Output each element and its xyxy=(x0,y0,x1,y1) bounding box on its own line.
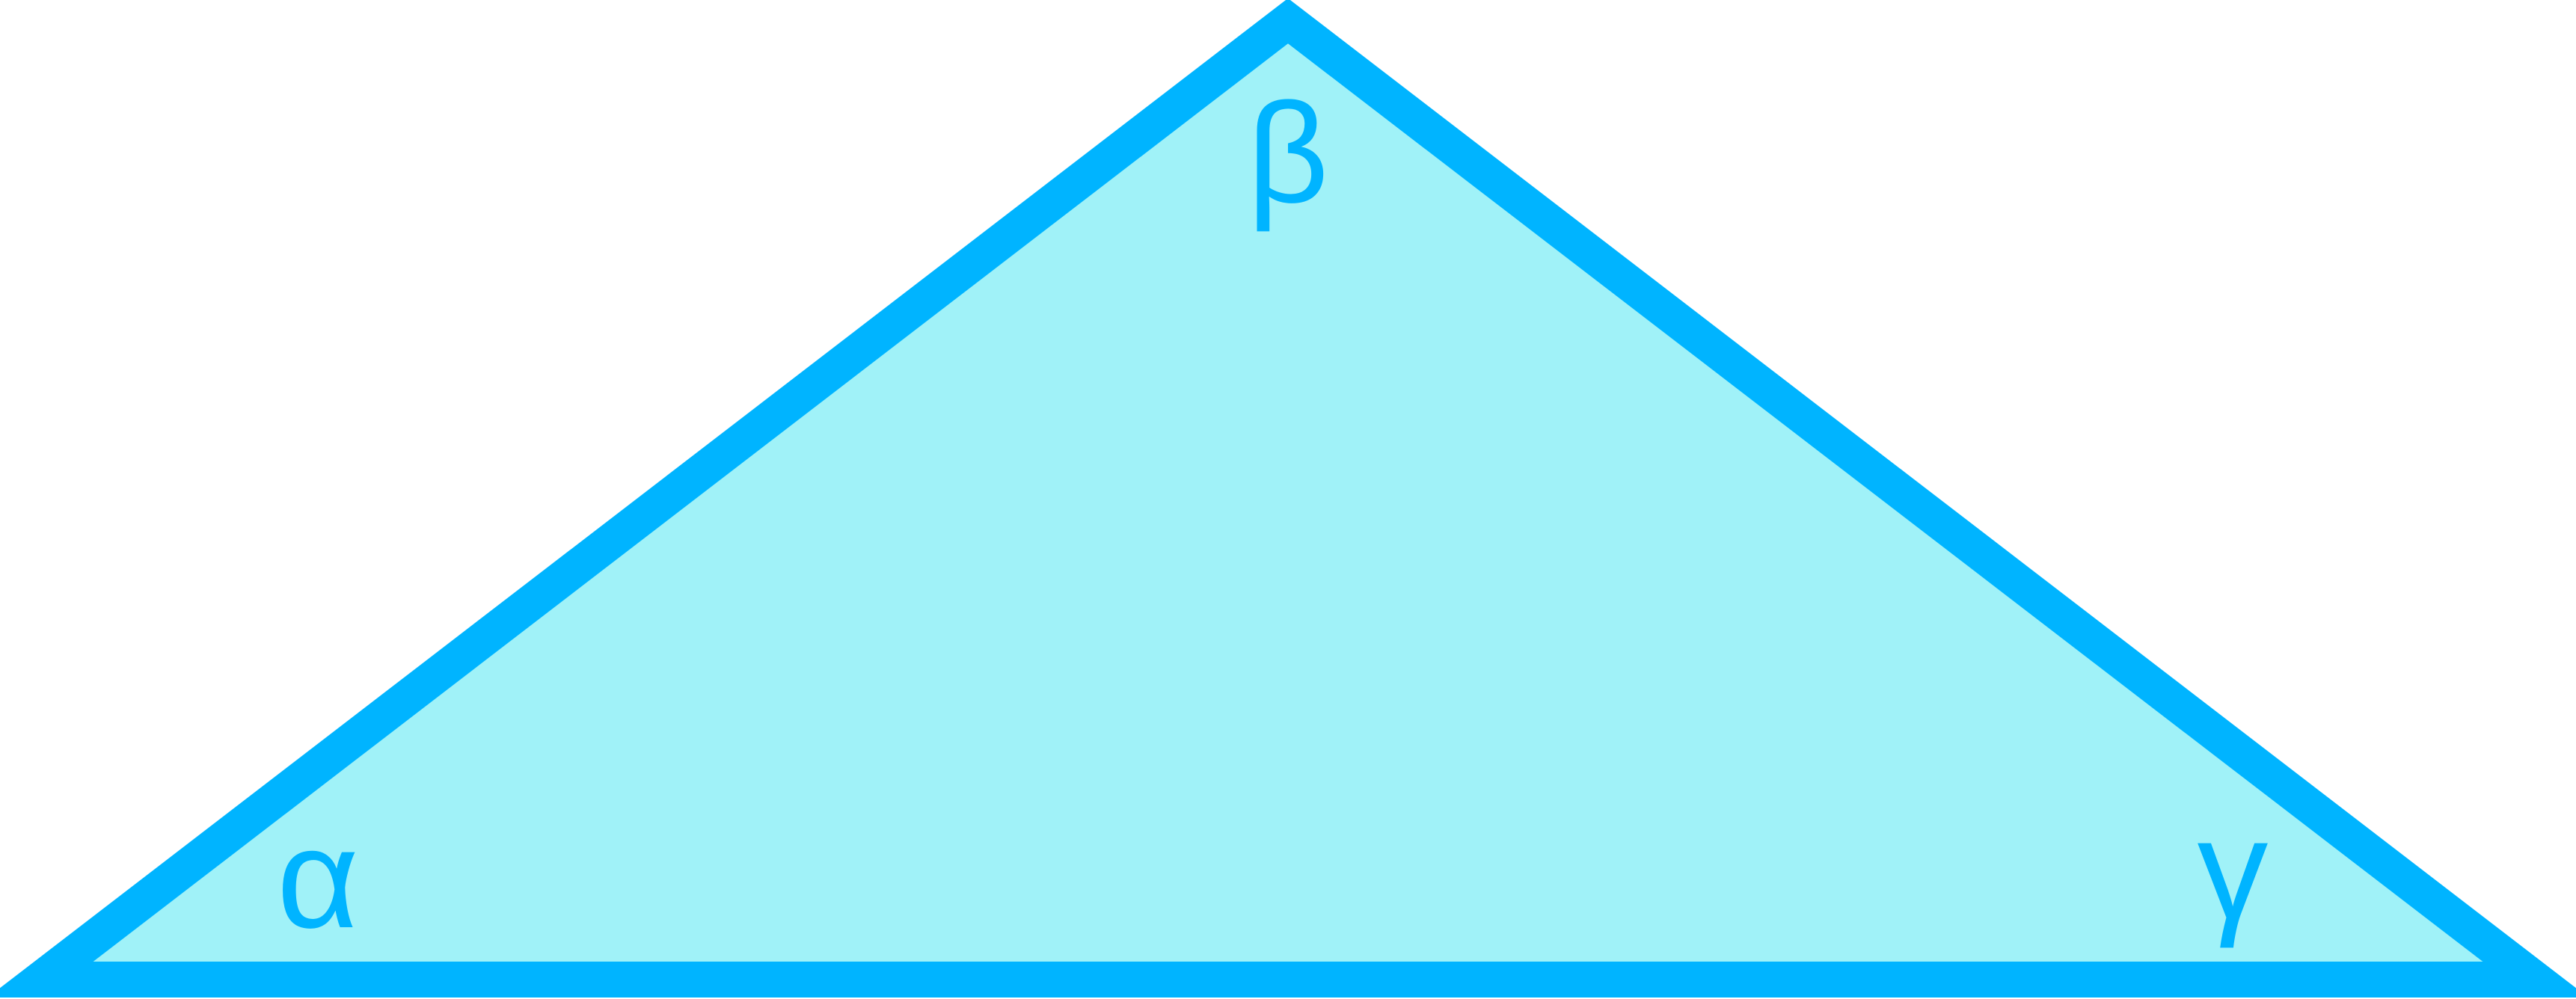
angle-label-gamma: γ xyxy=(2198,790,2269,949)
angle-label-beta: β xyxy=(1247,74,1328,233)
angle-label-alpha: α xyxy=(277,799,359,958)
